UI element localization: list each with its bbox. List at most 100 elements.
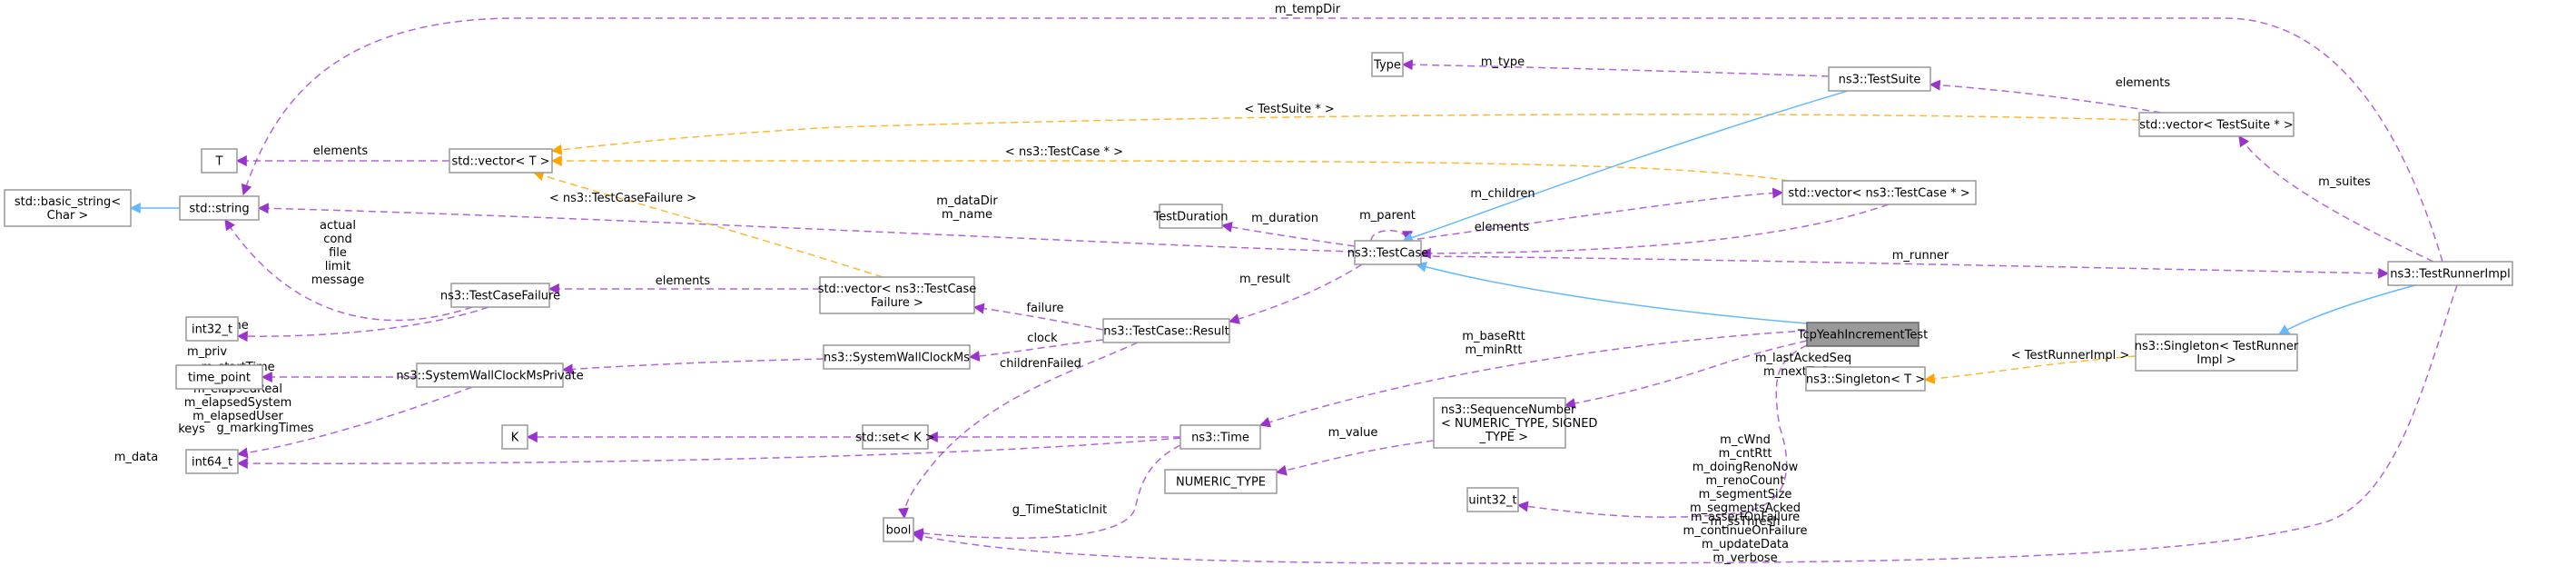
edge-label-line: m_priv: [187, 345, 227, 359]
edge-label: clock: [1027, 332, 1058, 345]
edge-label-line: m_elapsedSystem: [184, 396, 292, 410]
class-node-systemwallclockms[interactable]: ns3::SystemWallClockMs: [823, 344, 971, 370]
edge-template-vector_TestSuite-to-vector_T: [550, 114, 2140, 155]
node-label-line: TestDuration: [1152, 211, 1228, 224]
node-box: [883, 517, 914, 542]
node-label: std::vector< T >: [451, 155, 549, 169]
class-node-singleton-t[interactable]: ns3::Singleton< T >: [1805, 366, 1926, 392]
class-node-time[interactable]: ns3::Time: [1179, 424, 1261, 450]
edge-member-Time-to-int64_t: [236, 437, 1181, 470]
node-label: ns3::SystemWallClockMs: [824, 352, 970, 365]
edge-label-line: m_lastAckedSeq: [1755, 352, 1851, 365]
edge-label: elements: [313, 144, 369, 158]
node-label-line: K: [511, 432, 519, 445]
class-node-uint32-t[interactable]: uint32_t: [1466, 487, 1519, 512]
class-node-testduration[interactable]: TestDuration: [1152, 204, 1229, 229]
class-node-result[interactable]: ns3::TestCase::Result: [1102, 318, 1230, 343]
edge-label-line: m_tempDir: [1275, 3, 1341, 16]
node-box: [2135, 333, 2298, 372]
class-node-basic-string[interactable]: std::basic_string<Char >: [4, 189, 132, 227]
node-box: [501, 424, 528, 450]
node-label: bool: [886, 524, 912, 538]
class-node-set-k[interactable]: std::set< K >: [855, 424, 935, 450]
class-node-k[interactable]: K: [501, 424, 528, 450]
class-node-bool[interactable]: bool: [883, 517, 914, 542]
edge-label-line: m_ssThresh: [1711, 515, 1781, 529]
class-node-testcasefailure[interactable]: ns3::TestCaseFailure: [440, 283, 560, 308]
node-box: [185, 449, 239, 474]
edge-label-line: limit: [325, 260, 351, 273]
edge-label-line: m_runner: [1892, 249, 1949, 263]
edge-label-line: keys: [178, 422, 205, 436]
edge-member-vector_TestCase-to-TestCase: [1419, 204, 1890, 259]
edge-label-line: m_parent: [1359, 209, 1416, 223]
class-node-testcase[interactable]: ns3::TestCase: [1347, 240, 1428, 265]
edge-label-line: m_data: [114, 451, 158, 464]
node-label: int32_t: [192, 323, 232, 337]
edge-label-line: < TestSuite * >: [1244, 103, 1334, 116]
edge-label: m_result: [1239, 273, 1290, 286]
edge-inherit-TestRunnerImpl-to-Singleton_TRI: [2277, 284, 2416, 335]
class-node-testrunnerimpl[interactable]: ns3::TestRunnerImpl: [2387, 261, 2513, 286]
node-label: ns3::TestCase: [1347, 247, 1428, 261]
edge-member-TestSuite-to-Type: [1401, 59, 1830, 77]
class-node-std-string[interactable]: std::string: [179, 195, 260, 221]
edge-member-TestCase-to-vector_TestCase: [1405, 187, 1784, 242]
node-box: [1371, 52, 1404, 77]
edge-member-TestRunnerImpl-to-std_string: [241, 17, 2443, 263]
edge-label-line: m_cWnd: [1720, 433, 1771, 447]
node-label-line: Char >: [47, 209, 89, 223]
class-node-time-point[interactable]: time_point: [175, 364, 263, 390]
edge-member-SequenceNumber-to-NUMERIC_TYPE: [1275, 440, 1435, 476]
node-box: [1179, 424, 1261, 450]
node-label-line: std::vector< T >: [451, 155, 549, 169]
class-node-vector-testcase[interactable]: std::vector< ns3::TestCase * >: [1781, 180, 1977, 205]
node-label-line: std::string: [189, 203, 249, 216]
edge-label: failure: [1026, 302, 1063, 315]
node-label: std::set< K >: [855, 432, 934, 445]
node-label: ns3::SequenceNumber< NUMERIC_TYPE, SIGNE…: [1441, 403, 1597, 444]
class-node-tcpyeahincrementtest[interactable]: TcpYeahIncrementTest: [1797, 322, 1928, 347]
node-label-line: std::vector< TestSuite * >: [2139, 119, 2294, 133]
class-node-type[interactable]: Type: [1371, 52, 1404, 77]
edge-label-line: m_children: [1470, 187, 1535, 201]
node-box: [1159, 204, 1223, 229]
node-label: uint32_t: [1468, 494, 1516, 508]
node-label-line: TcpYeahIncrementTest: [1797, 329, 1928, 343]
node-label: std::vector< ns3::TestCase * >: [1788, 187, 1969, 201]
edge-label: m_children: [1470, 187, 1535, 201]
edge-label-line: cond: [323, 233, 352, 246]
node-label-line: ns3::Time: [1191, 432, 1249, 445]
edge-label-line: m_elapsedUser: [192, 410, 283, 423]
class-node-numeric-type[interactable]: NUMERIC_TYPE: [1164, 469, 1278, 494]
node-label-line: ns3::SequenceNumber: [1441, 403, 1576, 417]
edge-member-Result-to-SystemWallClockMs: [968, 339, 1104, 362]
edge-member-TestCaseFailure-to-std_string: [224, 219, 473, 322]
class-node-t[interactable]: T: [201, 148, 238, 174]
class-node-testsuite[interactable]: ns3::TestSuite: [1828, 66, 1931, 92]
edge-label: m_value: [1328, 426, 1378, 440]
node-box: [4, 189, 132, 227]
class-node-vector-t[interactable]: std::vector< T >: [449, 148, 553, 174]
edge-label-line: m_value: [1328, 426, 1378, 440]
edge-label: < TestRunnerImpl >: [2011, 349, 2130, 363]
edge-template-vector_TestCaseFailure-to-vector_T: [532, 170, 883, 278]
node-label-line: int64_t: [192, 456, 232, 470]
node-box: [1164, 469, 1278, 494]
node-label: ns3::Time: [1191, 432, 1249, 445]
class-node-vector-testsuite[interactable]: std::vector< TestSuite * >: [2138, 112, 2295, 137]
class-node-int64-t[interactable]: int64_t: [185, 449, 239, 474]
edge-inherit-TcpYeahIncrementTest-to-TestCase: [1415, 261, 1808, 324]
edge-label-line: g_TimeStaticInit: [1012, 503, 1108, 517]
class-node-sequencenumber[interactable]: ns3::SequenceNumber< NUMERIC_TYPE, SIGNE…: [1433, 397, 1597, 449]
class-node-int32-t[interactable]: int32_t: [185, 316, 239, 342]
class-node-systemwallclockmsprivate[interactable]: ns3::SystemWallClockMsPrivate: [396, 363, 584, 388]
edge-label-line: message: [311, 273, 364, 287]
node-label: std::string: [189, 203, 249, 216]
